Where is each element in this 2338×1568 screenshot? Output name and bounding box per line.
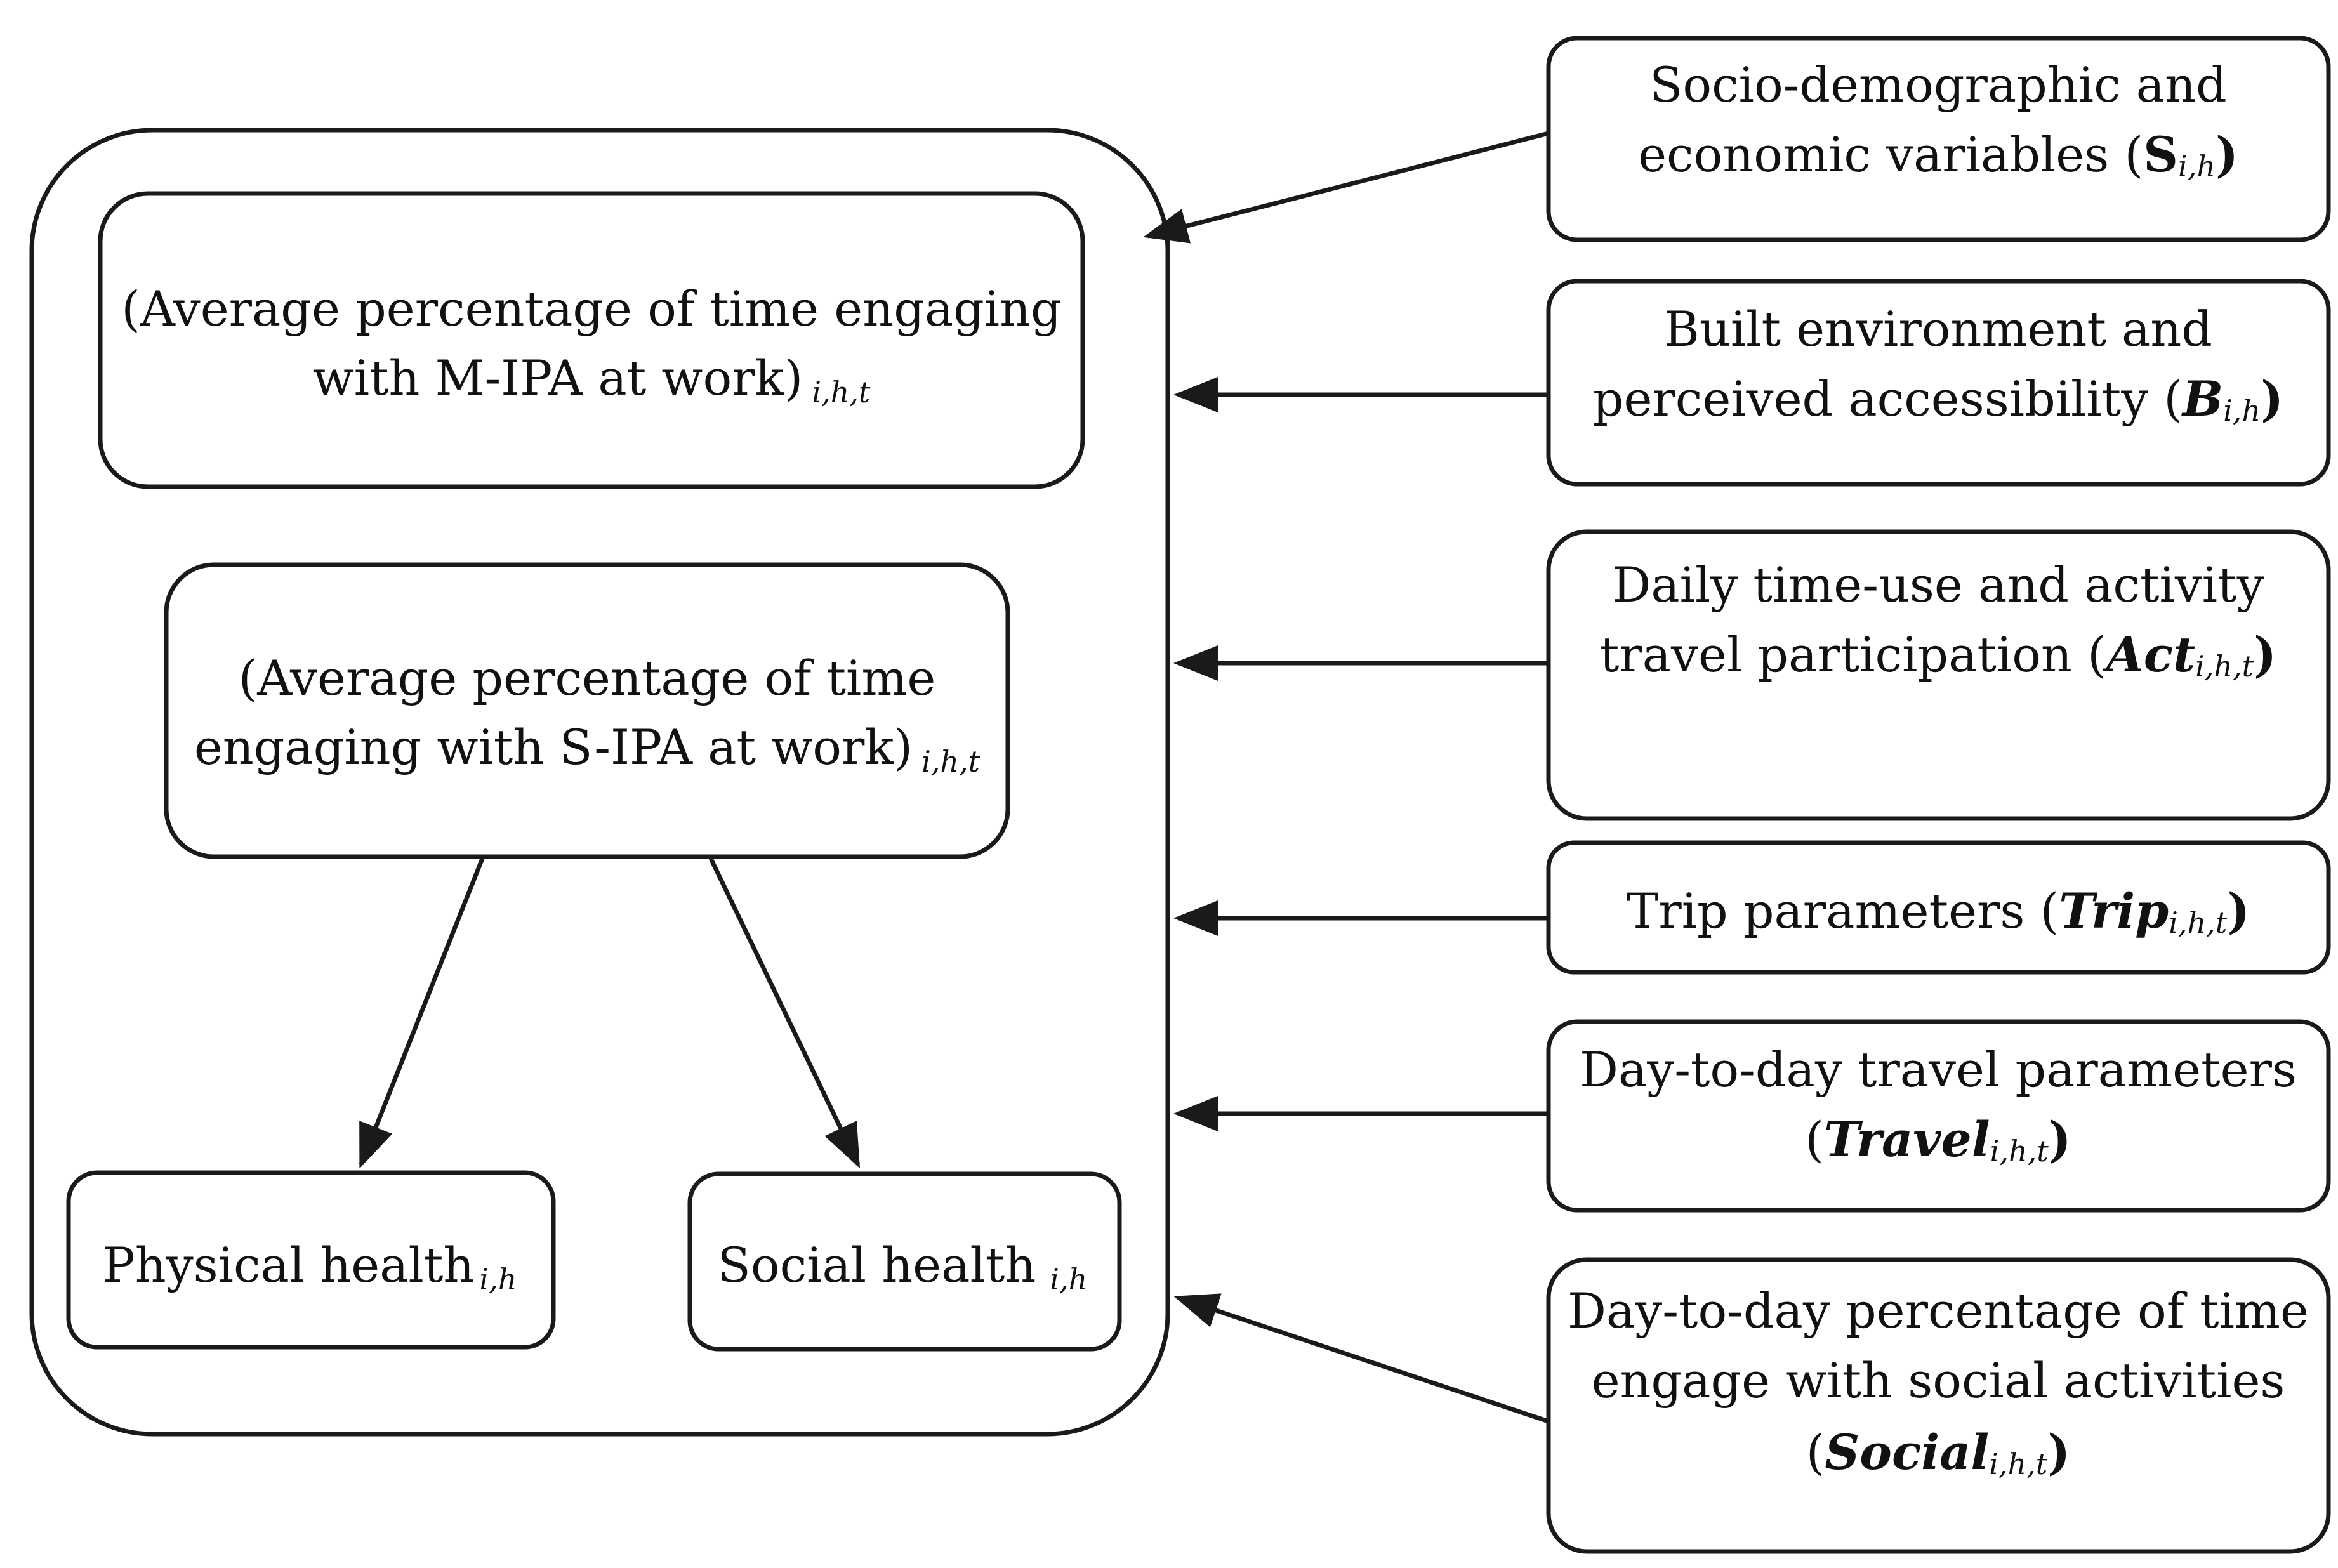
arrow-to-physical-health — [359, 857, 485, 1169]
outer-container — [29, 128, 1170, 1437]
input-travel-parameters: Day-to-day travel parameters (Traveli,h,… — [1546, 1019, 2331, 1213]
input-trip-parameters: Trip parameters (Tripi,h,t) — [1546, 840, 2331, 975]
input-built-environment: Built environment and perceived accessib… — [1546, 279, 2331, 487]
daily-line1: Daily time-use and activity — [1612, 557, 2264, 613]
input-socio-demographic: Socio-demographic and economic variables… — [1546, 36, 2331, 242]
arrow-to-social-health — [708, 857, 861, 1169]
s-ipa-line1: (Average percentage of time — [239, 650, 936, 706]
arrow-from-social-activities — [1173, 1293, 1550, 1424]
social-line1: Day-to-day percentage of time — [1568, 1282, 2309, 1339]
social-line2: engage with social activities — [1592, 1352, 2285, 1409]
m-ipa-line2: with M-IPA at work)i,h,t — [313, 350, 871, 409]
daily-line2: travel participation (Acti,h,t) — [1600, 626, 2276, 683]
m-ipa-box: (Average percentage of time engaging wit… — [98, 191, 1085, 489]
social-line3: (Sociali,h,t) — [1806, 1424, 2071, 1481]
socio-line1: Socio-demographic and — [1649, 56, 2226, 113]
m-ipa-line1: (Average percentage of time engaging — [121, 280, 1061, 337]
arrow-from-socio-demographic — [1143, 131, 1549, 244]
socio-line2: economic variables (Si,h) — [1638, 126, 2238, 183]
built-line1: Built environment and — [1664, 301, 2212, 357]
s-ipa-line2: engaging with S-IPA at work)i,h,t — [194, 719, 981, 779]
s-ipa-box: (Average percentage of time engaging wit… — [164, 562, 1010, 859]
travel-line2: (Traveli,h,t) — [1805, 1111, 2071, 1168]
trip-line1: Trip parameters (Tripi,h,t) — [1627, 883, 2250, 940]
input-social-activities: Day-to-day percentage of time engage wit… — [1546, 1257, 2331, 1554]
built-line2: perceived accessibility (Bi,h) — [1593, 371, 2283, 428]
input-daily-time-use: Daily time-use and activity travel parti… — [1546, 529, 2331, 821]
travel-line1: Day-to-day travel parameters — [1580, 1041, 2297, 1098]
